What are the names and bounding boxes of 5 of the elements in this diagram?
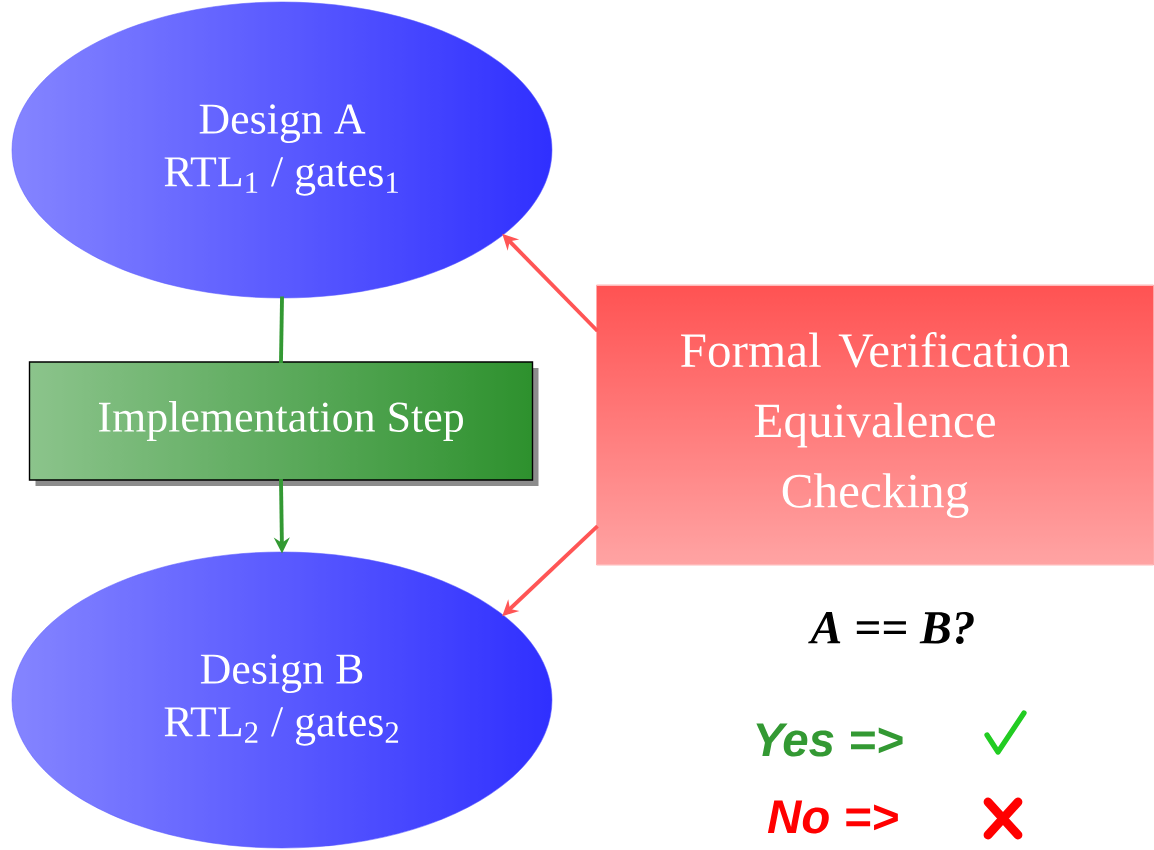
verification-box: Formal Verification Equivalence Checking xyxy=(596,284,1154,566)
question-text: A == B? xyxy=(808,611,974,645)
result-text: Yes => xyxy=(756,723,903,757)
result-text: No => xyxy=(767,800,898,834)
process-box: Implementation Step xyxy=(28,361,539,486)
